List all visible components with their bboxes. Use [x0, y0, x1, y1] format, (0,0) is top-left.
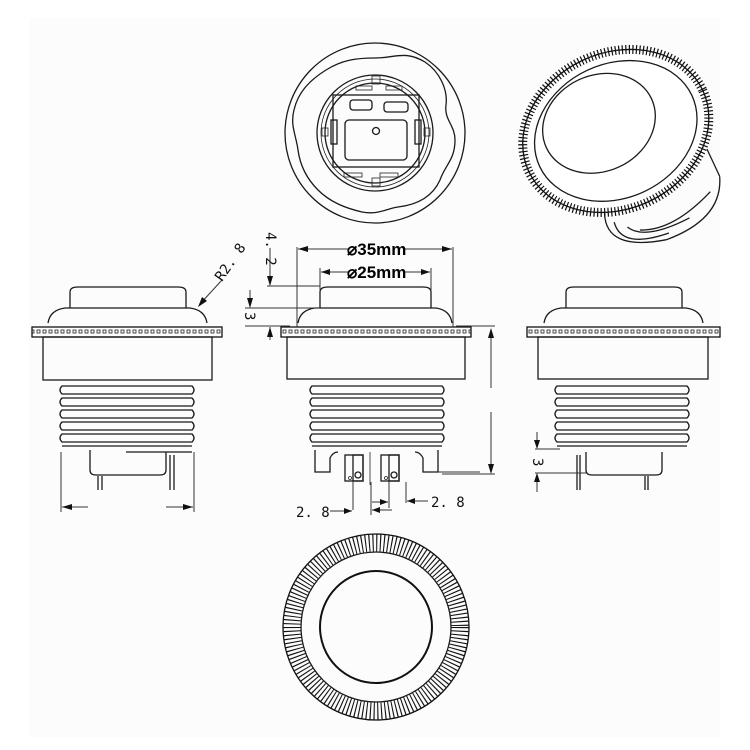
cap-height-label: 4. 2 — [262, 232, 278, 266]
bezel-height-label: 3 — [241, 312, 257, 320]
terminal-spacing-left-label: 2. 8 — [296, 505, 330, 521]
right-side-view: 3 — [526, 286, 721, 492]
terminal-spacing-right-label: 2. 8 — [431, 495, 465, 511]
bottom-view — [282, 533, 470, 721]
inner-diameter-label: ⌀25mm — [347, 263, 406, 282]
outer-diameter-label: ⌀35mm — [347, 240, 406, 259]
pin-length-label: 3 — [529, 458, 545, 466]
radius-label: R2. 8 — [212, 241, 249, 285]
left-side-view: R2. 8 — [31, 241, 249, 512]
top-view — [284, 42, 466, 224]
isometric-view — [518, 44, 721, 244]
front-view: 2. 8 2. 8 ⌀35mm ⌀25mm 4. 2 3 — [241, 232, 495, 521]
